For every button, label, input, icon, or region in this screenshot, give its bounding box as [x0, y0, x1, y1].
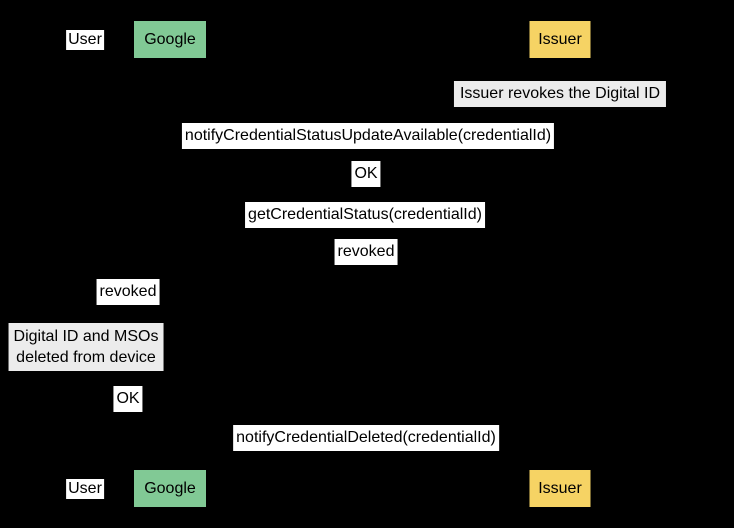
message-notify-credential-status-update-available: notifyCredentialStatusUpdateAvailable(cr…	[181, 123, 555, 149]
note-digital-id-msos-deleted: Digital ID and MSOs deleted from device	[8, 323, 164, 371]
actor-user-top: User	[66, 30, 104, 50]
note-issuer-revokes-digital-id: Issuer revokes the Digital ID	[453, 81, 667, 107]
note-line-2: deleted from device	[16, 349, 156, 366]
actor-issuer-top: Issuer	[529, 21, 591, 58]
message-notify-credential-deleted: notifyCredentialDeleted(credentialId)	[233, 425, 499, 451]
lifeline-google	[170, 58, 171, 470]
actor-google-bottom: Google	[134, 470, 206, 507]
lifeline-user	[85, 58, 86, 470]
message-ok-user-to-google: OK	[113, 386, 143, 412]
message-revoked-issuer-to-google: revoked	[334, 239, 398, 265]
actor-google-top: Google	[134, 21, 206, 58]
actor-user-bottom: User	[66, 479, 104, 499]
note-line-1: Digital ID and MSOs	[13, 328, 159, 345]
lifeline-issuer	[560, 58, 561, 470]
message-ok-issuer-to-google: OK	[351, 161, 381, 187]
message-get-credential-status: getCredentialStatus(credentialId)	[245, 202, 485, 228]
actor-issuer-bottom: Issuer	[529, 470, 591, 507]
message-revoked-google-to-user: revoked	[96, 279, 160, 305]
